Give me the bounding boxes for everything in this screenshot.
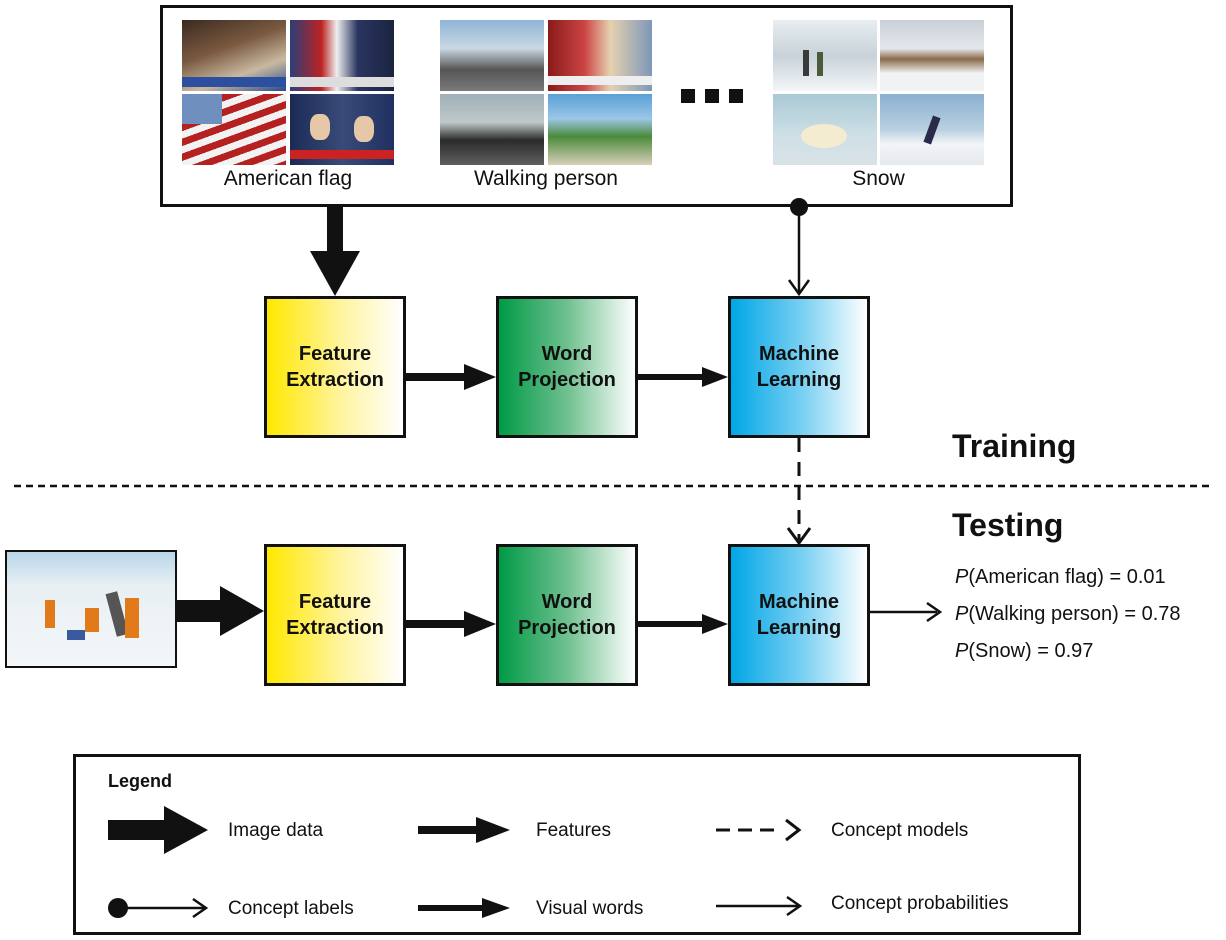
testing-machine-learning-box: Machine Learning xyxy=(728,544,870,686)
training-section-title: Training xyxy=(952,428,1077,464)
testing-section-title: Testing xyxy=(952,507,1064,543)
group-label-walking-person: Walking person xyxy=(474,167,618,190)
legend-visual-words-label: Visual words xyxy=(536,898,644,919)
thumb-walking-person-3 xyxy=(440,94,544,165)
probability-american-flag: P(American flag) = 0.01 xyxy=(955,566,1166,588)
image-data-arrow-training xyxy=(310,207,360,296)
probability-walking-person-value: 0.78 xyxy=(1141,603,1181,625)
group-label-snow: Snow xyxy=(852,167,905,190)
legend-concept-probabilities-symbol xyxy=(716,895,803,917)
legend-panel xyxy=(73,754,1081,935)
thumb-snow-1 xyxy=(773,20,877,91)
features-arrow-training xyxy=(406,364,496,390)
thumb-walking-person-2 xyxy=(548,20,652,91)
training-feature-extraction-label: Feature Extraction xyxy=(286,343,384,391)
thumb-american-flag-4 xyxy=(290,94,394,165)
testing-feature-extraction-box: Feature Extraction xyxy=(264,544,406,686)
training-machine-learning-box: Machine Learning xyxy=(728,296,870,438)
testing-machine-learning-label: Machine Learning xyxy=(756,591,842,639)
training-word-projection-box: Word Projection xyxy=(496,296,638,438)
testing-feature-extraction-label: Feature Extraction xyxy=(286,591,384,639)
legend-concept-labels-symbol xyxy=(108,897,209,919)
thumb-american-flag-2 xyxy=(290,20,394,91)
thumb-american-flag-3 xyxy=(182,94,286,165)
thumb-american-flag-1 xyxy=(182,20,286,91)
ellipsis-icon xyxy=(681,89,743,103)
legend-image-data-label: Image data xyxy=(228,820,324,841)
testing-word-projection-box: Word Projection xyxy=(496,544,638,686)
thumb-walking-person-4 xyxy=(548,94,652,165)
probability-walking-person-concept: Walking person xyxy=(975,603,1113,625)
legend-title: Legend xyxy=(108,771,173,791)
thumb-snow-3 xyxy=(773,94,877,165)
image-data-arrow-testing xyxy=(177,586,264,636)
visual-words-arrow-training xyxy=(638,367,728,387)
legend-concept-models-label: Concept models xyxy=(831,820,969,841)
probability-snow-value: 0.97 xyxy=(1054,640,1094,662)
concept-models-arrow xyxy=(786,438,812,546)
concept-probabilities-arrow-testing xyxy=(870,601,943,623)
probability-snow: P(Snow) = 0.97 xyxy=(955,640,1094,662)
legend-concept-labels-label: Concept labels xyxy=(228,898,354,919)
probability-walking-person: P(Walking person) = 0.78 xyxy=(955,603,1181,625)
features-arrow-testing xyxy=(406,611,496,637)
legend-features-symbol xyxy=(418,817,510,843)
testing-word-projection-label: Word Projection xyxy=(518,591,616,639)
legend-visual-words-symbol xyxy=(418,898,510,918)
concept-labels-arrow xyxy=(787,198,811,297)
legend-concept-models-symbol xyxy=(716,818,802,842)
thumb-walking-person-1 xyxy=(440,20,544,91)
probability-american-flag-concept: American flag xyxy=(975,566,1098,588)
probability-snow-concept: Snow xyxy=(975,640,1026,662)
legend-features-label: Features xyxy=(536,820,611,841)
thumb-snow-2 xyxy=(880,20,984,91)
testing-input-image xyxy=(5,550,177,668)
probability-american-flag-value: 0.01 xyxy=(1126,566,1166,588)
legend-concept-probabilities-label: Concept probabilities xyxy=(831,893,1009,914)
training-feature-extraction-box: Feature Extraction xyxy=(264,296,406,438)
training-machine-learning-label: Machine Learning xyxy=(756,343,842,391)
training-word-projection-label: Word Projection xyxy=(518,343,616,391)
thumb-snow-4 xyxy=(880,94,984,165)
legend-image-data-symbol xyxy=(108,806,208,854)
group-label-american-flag: American flag xyxy=(223,167,353,190)
visual-words-arrow-testing xyxy=(638,614,728,634)
